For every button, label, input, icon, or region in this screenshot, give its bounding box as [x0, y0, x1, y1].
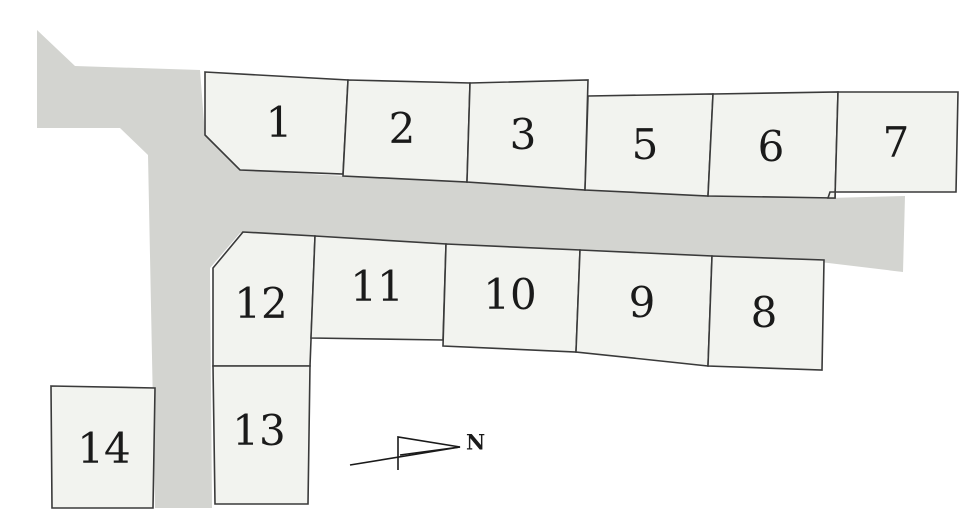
lot-2-label: 2: [389, 104, 416, 153]
lot-12[interactable]: 12: [212, 231, 316, 367]
lot-5[interactable]: 5: [584, 93, 714, 197]
lot-14-shape: [50, 385, 156, 509]
lot-3[interactable]: 3: [466, 79, 589, 191]
lot-8[interactable]: 8: [707, 255, 825, 371]
lot-6[interactable]: 6: [707, 91, 839, 199]
lot-7-shape: [826, 91, 959, 199]
lot-9-label: 9: [629, 278, 656, 327]
lot-5-label: 5: [632, 120, 659, 169]
lot-12-label: 12: [234, 279, 287, 328]
lot-6-label: 6: [758, 122, 785, 171]
north-label: N: [466, 430, 485, 455]
lot-11[interactable]: 11: [310, 235, 447, 341]
lot-13-label: 13: [232, 406, 285, 455]
lot-8-shape: [707, 255, 825, 371]
lot-11-label: 11: [350, 262, 403, 311]
lot-2[interactable]: 2: [342, 79, 471, 183]
road: [37, 30, 905, 508]
lot-7[interactable]: 7: [826, 91, 959, 199]
lot-13[interactable]: 13: [212, 365, 311, 505]
lot-1[interactable]: 1: [204, 71, 349, 175]
lot-10[interactable]: 10: [442, 243, 581, 353]
lot-1-shape: [204, 71, 349, 175]
lot-13-shape: [212, 365, 311, 505]
lot-1-label: 1: [266, 98, 293, 147]
lot-8-label: 8: [751, 288, 778, 337]
lot-3-label: 3: [510, 110, 537, 159]
lot-10-label: 10: [483, 270, 536, 319]
lot-14[interactable]: 14: [50, 385, 156, 509]
lot-14-label: 14: [77, 424, 130, 473]
lot-9[interactable]: 9: [575, 249, 713, 367]
lot-7-label: 7: [883, 118, 910, 167]
north-arrow-icon: N: [349, 430, 485, 470]
north-arrow-head: [397, 436, 461, 470]
